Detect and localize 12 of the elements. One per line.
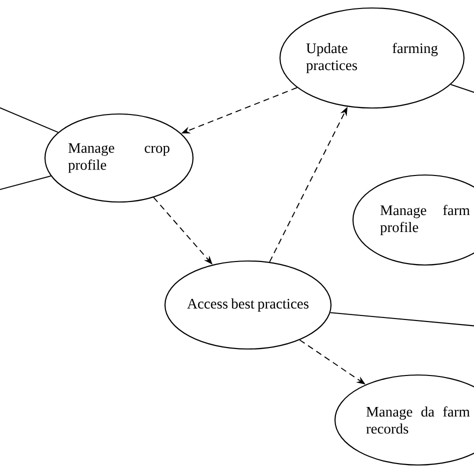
association-line: [0, 176, 52, 190]
use-case-label: Access best practices: [187, 298, 308, 312]
use-case-label: Manage crop profile: [68, 143, 170, 173]
association-line: [450, 84, 474, 94]
use-case-label: Manage farm profile: [380, 204, 470, 236]
use-case-label: Update farming practices: [306, 42, 438, 74]
association-line: [0, 106, 59, 133]
use-case-label: Manage da farm records: [366, 406, 470, 434]
use-case-ellipse: [44, 113, 194, 203]
use-case-ellipse: [164, 260, 332, 350]
use-case-ellipse: [279, 7, 465, 109]
association-line: [330, 312, 474, 326]
